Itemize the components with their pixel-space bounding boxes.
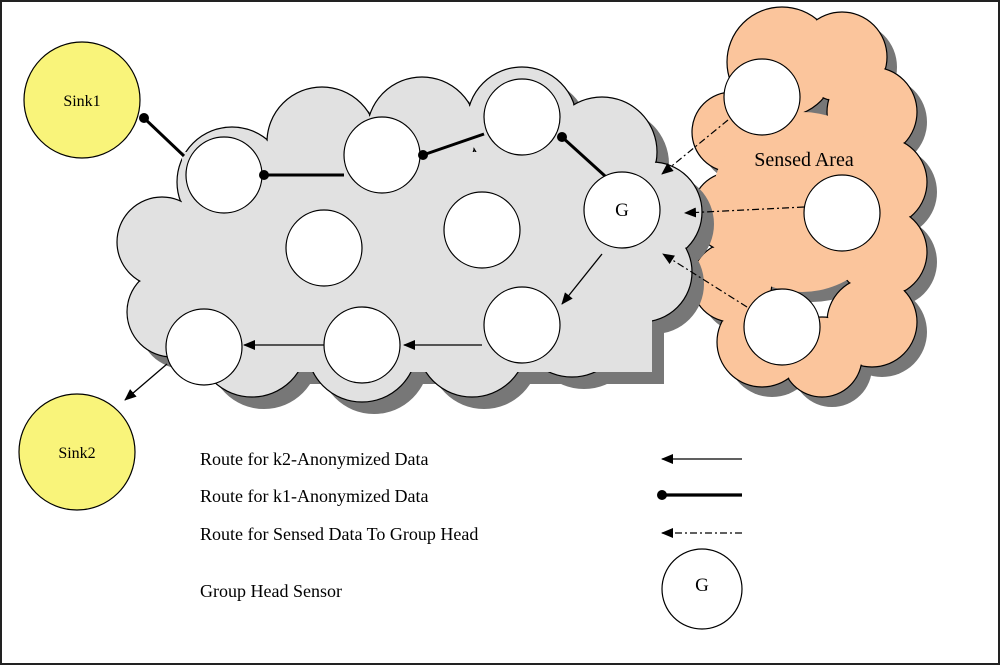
group-head-label: G xyxy=(615,200,629,221)
k1-edge xyxy=(560,135,607,178)
k2-arrow xyxy=(124,363,168,401)
sensed-route xyxy=(661,119,805,308)
sensed-node xyxy=(723,58,801,136)
k1-dots xyxy=(139,113,567,180)
sensor-node xyxy=(343,116,421,194)
legend: Route for k2-Anonymized Data Route for k… xyxy=(200,449,743,630)
k1-dot xyxy=(139,113,149,123)
sensed-node xyxy=(743,288,821,366)
legend-gh-label: Group Head Sensor xyxy=(200,581,342,601)
k1-edge xyxy=(422,132,485,157)
sensor-node xyxy=(285,209,363,287)
k1-dot xyxy=(418,150,428,160)
sink2-label: Sink2 xyxy=(58,445,95,462)
sensor-node xyxy=(483,78,561,156)
k1-dot xyxy=(557,132,567,142)
sensor-node xyxy=(443,191,521,269)
sensed-arrow xyxy=(684,206,805,218)
k1-edge xyxy=(142,116,186,158)
sensor-node xyxy=(483,286,561,364)
k1-route xyxy=(142,116,607,178)
legend-k1-dot xyxy=(657,490,667,500)
sensor-nodes xyxy=(165,58,881,386)
k1-dot xyxy=(259,170,269,180)
legend-k1-label: Route for k1-Anonymized Data xyxy=(200,486,428,506)
sink1-label: Sink1 xyxy=(63,93,100,110)
k2-arrow xyxy=(561,253,603,305)
sensed-arrow xyxy=(661,119,729,175)
legend-gh-symbol-label: G xyxy=(695,575,709,596)
legend-k2-label: Route for k2-Anonymized Data xyxy=(200,449,428,469)
legend-gh-symbol xyxy=(661,548,743,630)
sensed-node xyxy=(803,174,881,252)
sink2: Sink2 xyxy=(18,393,136,511)
sensor-node xyxy=(323,306,401,384)
sensor-node xyxy=(185,136,263,214)
legend-sensed-label: Route for Sensed Data To Group Head xyxy=(200,524,478,544)
sink1: Sink1 xyxy=(23,41,141,159)
sensor-node xyxy=(165,308,243,386)
sensed-arrow xyxy=(662,253,748,308)
group-head-node xyxy=(583,171,661,249)
sensed-area-label: Sensed Area xyxy=(754,149,854,171)
k2-route xyxy=(124,253,603,401)
